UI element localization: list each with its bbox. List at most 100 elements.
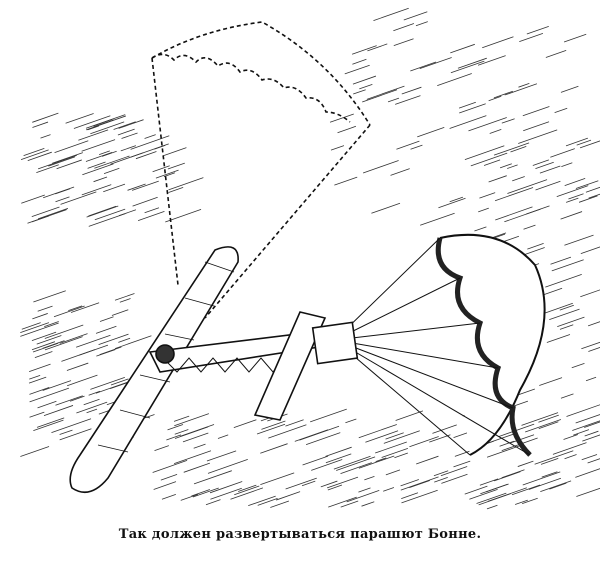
hatch-stroke bbox=[36, 417, 65, 428]
hatch-stroke bbox=[180, 424, 215, 437]
hatch-stroke bbox=[575, 468, 600, 478]
hatch-stroke bbox=[568, 193, 584, 200]
hatch-stroke bbox=[580, 246, 600, 255]
hatch-stroke bbox=[135, 151, 157, 160]
hatch-stroke bbox=[276, 491, 301, 501]
hatch-stroke bbox=[155, 169, 179, 179]
hatch-stroke bbox=[564, 178, 586, 186]
hatch-stroke bbox=[257, 498, 278, 506]
hatch-stroke bbox=[174, 429, 189, 435]
hatch-stroke bbox=[173, 450, 212, 464]
hatch-stroke bbox=[28, 376, 47, 384]
hatch-stroke bbox=[88, 213, 126, 227]
hatch-stroke bbox=[581, 454, 598, 461]
airplane-tail bbox=[253, 311, 327, 421]
hatch-stroke bbox=[458, 101, 476, 109]
hatch-stroke bbox=[400, 479, 419, 487]
hatch-stroke bbox=[522, 497, 538, 505]
hatch-stroke bbox=[512, 176, 525, 182]
hatch-stroke bbox=[507, 179, 548, 194]
hatch-stroke bbox=[44, 324, 84, 339]
hatch-stroke bbox=[73, 115, 111, 129]
hatch-stroke bbox=[346, 490, 380, 503]
hatch-stroke bbox=[511, 484, 541, 496]
hatch-stroke bbox=[69, 395, 85, 402]
hatch-stroke bbox=[131, 180, 159, 191]
hatch-stroke bbox=[144, 207, 160, 214]
hatch-stroke bbox=[29, 387, 70, 403]
hatch-stroke bbox=[98, 333, 129, 346]
hatch-stroke bbox=[390, 168, 410, 176]
hatch-stroke bbox=[210, 487, 242, 500]
hatch-stroke bbox=[575, 180, 599, 189]
hatch-stroke bbox=[541, 471, 558, 478]
hatch-stroke bbox=[434, 477, 448, 483]
hatch-stroke bbox=[95, 325, 117, 334]
hatch-stroke bbox=[438, 197, 466, 209]
hatch-stroke bbox=[55, 196, 70, 203]
hatch-stroke bbox=[479, 478, 499, 486]
shroud-line bbox=[334, 339, 531, 456]
hatch-stroke bbox=[37, 154, 77, 170]
hatch-stroke bbox=[88, 205, 117, 217]
hatch-stroke bbox=[233, 419, 257, 428]
airplane-rudder bbox=[311, 321, 359, 365]
hatch-stroke bbox=[518, 83, 530, 88]
hatch-stroke bbox=[168, 177, 204, 191]
hatch-stroke bbox=[566, 197, 579, 203]
hatch-stroke bbox=[121, 132, 138, 139]
hatch-stroke bbox=[88, 390, 101, 396]
hatch-stroke bbox=[270, 500, 290, 508]
hatch-stroke bbox=[364, 475, 375, 481]
hatch-stroke bbox=[550, 256, 572, 265]
hatch-stroke bbox=[560, 85, 579, 93]
parachute-canopy bbox=[334, 233, 546, 457]
hatch-stroke bbox=[493, 142, 530, 156]
hatch-stroke bbox=[68, 305, 83, 312]
hatch-stroke bbox=[383, 430, 420, 444]
hatch-stroke bbox=[111, 309, 129, 316]
hatch-stroke bbox=[546, 334, 571, 343]
hatch-stroke bbox=[539, 165, 561, 174]
hatch-stroke bbox=[469, 489, 498, 500]
hatch-stroke bbox=[86, 408, 98, 414]
hatch-stroke bbox=[20, 446, 50, 457]
hatch-stroke bbox=[585, 376, 597, 382]
hatch-stroke bbox=[333, 455, 371, 470]
hatch-stroke bbox=[65, 113, 94, 124]
hatch-stroke bbox=[42, 380, 72, 391]
hatch-stroke bbox=[51, 418, 92, 433]
hatch-stroke bbox=[464, 485, 488, 495]
hatch-stroke bbox=[44, 336, 83, 351]
hatch-stroke bbox=[373, 7, 409, 22]
hatch-stroke bbox=[367, 43, 388, 52]
hatch-stroke bbox=[365, 430, 399, 443]
hatch-stroke bbox=[33, 419, 64, 432]
illustration-bonnet-parachute bbox=[20, 7, 600, 510]
hatch-stroke bbox=[82, 163, 114, 176]
hatch-stroke bbox=[523, 247, 545, 256]
hatch-stroke bbox=[563, 434, 579, 440]
hatch-stroke bbox=[440, 466, 468, 477]
hatch-stroke bbox=[193, 470, 232, 485]
hatch-stroke bbox=[588, 346, 600, 352]
hatch-stroke bbox=[167, 424, 184, 431]
hatch-stroke bbox=[90, 376, 125, 390]
hatch-stroke bbox=[173, 415, 190, 422]
hatch-stroke bbox=[396, 140, 420, 150]
hatch-stroke bbox=[587, 458, 600, 464]
hatch-stroke bbox=[207, 459, 248, 474]
hatch-stroke bbox=[358, 487, 371, 493]
hatch-stroke bbox=[85, 114, 126, 129]
hatch-stroke bbox=[416, 455, 439, 465]
hatch-stroke bbox=[299, 425, 340, 441]
hatch-stroke bbox=[554, 107, 568, 114]
shroud-line bbox=[334, 277, 461, 341]
hatch-stroke bbox=[310, 408, 347, 423]
hatch-stroke bbox=[20, 322, 59, 337]
shroud-line bbox=[334, 339, 514, 409]
hatch-stroke bbox=[476, 492, 507, 504]
hatch-stroke bbox=[31, 206, 60, 218]
hatch-stroke bbox=[352, 75, 377, 85]
hatch-stroke bbox=[311, 459, 343, 471]
